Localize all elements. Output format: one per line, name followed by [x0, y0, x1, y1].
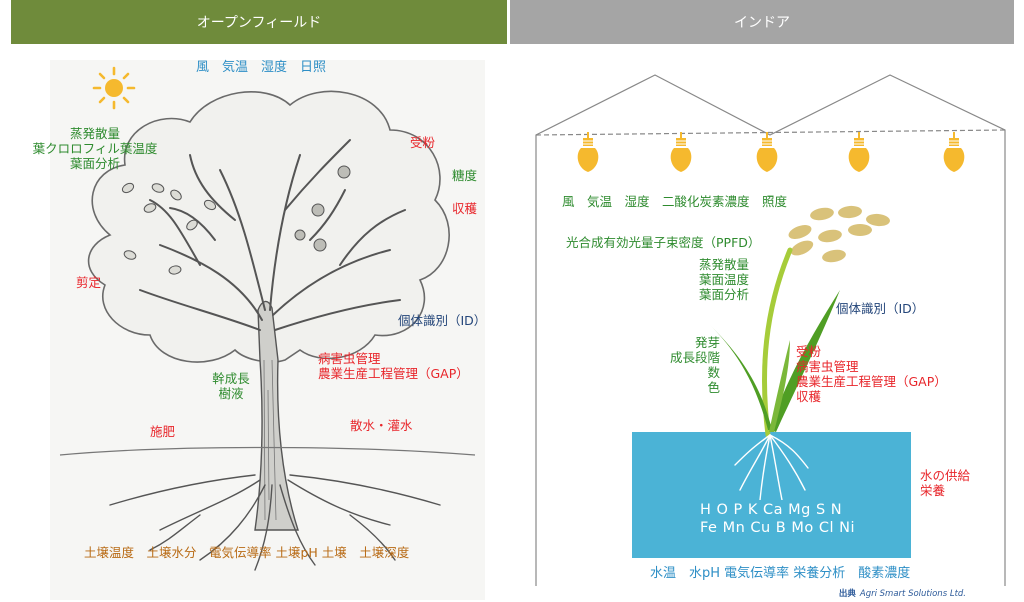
leaf-label-3: 葉面分析: [69, 156, 120, 171]
ppfd-label: 光合成有効光量子束密度（PPFD）: [566, 235, 761, 250]
water-supply-label: 水の供給: [920, 468, 971, 483]
count-label: 数: [707, 365, 720, 380]
water-tank: [632, 432, 911, 558]
outdoor-individual-id-label: 個体識別（ID）: [398, 313, 487, 328]
outdoor-weather-label: 風 気温 湿度 日照: [196, 60, 327, 75]
outdoor-leaf-labels: 蒸発散量 葉クロロフィル葉温度 葉面分析: [15, 126, 175, 171]
light-bulb-icon: [670, 132, 692, 172]
light-bulb-icon: [943, 132, 965, 172]
soil-metrics-label: 土壌温度 土壌水分 電気伝導率 土壌pH 土壌 土壌深度: [84, 545, 410, 560]
indoor-gap-label: 農業生産工程管理（GAP）: [796, 374, 947, 389]
source-label: 出典: [838, 589, 856, 599]
indoor-management-labels: 受粉 病害虫管理 農業生産工程管理（GAP） 収穫: [796, 344, 947, 404]
light-bulb-icon: [577, 132, 599, 172]
fertilizer-label: 施肥: [150, 424, 176, 439]
color-label: 色: [707, 380, 720, 395]
outdoor-header: オープンフィールド: [11, 0, 507, 44]
trunk-growth-label: 幹成長: [212, 371, 250, 386]
pruning-label: 剪定: [76, 275, 102, 290]
indoor-header-label: インドア: [734, 15, 790, 31]
sun-icon: [92, 66, 136, 110]
nutrition-label: 栄養: [920, 483, 946, 498]
leaf-label-1: 蒸発散量: [69, 126, 120, 141]
rice-plant-illustration: [710, 205, 890, 500]
indoor-header: インドア: [510, 0, 1014, 44]
irrigation-label: 散水・灌水: [350, 418, 413, 433]
trunk-labels: 幹成長 樹液: [196, 371, 266, 401]
indoor-pollination-label: 受粉: [796, 344, 822, 359]
indoor-leaf-labels: 蒸発散量 葉面温度 葉面分析: [684, 257, 764, 302]
outdoor-header-label: オープンフィールド: [196, 15, 322, 31]
gap-label: 農業生産工程管理（GAP）: [318, 366, 469, 381]
leaf-label-2: 葉クロロフィル葉温度: [32, 141, 158, 156]
growth-labels: 発芽 成長段階 数 色: [650, 335, 720, 395]
water-metrics-label: 水温 水pH 電気伝導率 栄養分析 酸素濃度: [650, 566, 911, 581]
source-value: Agri Smart Solutions Ltd.: [859, 589, 966, 599]
water-supply-labels: 水の供給 栄養: [920, 468, 970, 498]
indoor-climate-label: 風 気温 湿度 二酸化炭素濃度 照度: [562, 194, 788, 209]
pollination-label: 受粉: [410, 135, 436, 150]
sugar-label: 糖度: [452, 168, 478, 183]
indoor-pest-label: 病害虫管理: [796, 359, 859, 374]
nutrients-line-1: H O P K Ca Mg S N: [700, 502, 843, 518]
pest-management-label: 病害虫管理: [318, 351, 381, 366]
light-bulb-icon: [848, 132, 870, 172]
indoor-leaf-label-1: 蒸発散量: [698, 257, 749, 272]
indoor-leaf-label-3: 葉面分析: [698, 287, 749, 302]
indoor-individual-id-label: 個体識別（ID）: [836, 301, 925, 316]
sap-label: 樹液: [218, 386, 244, 401]
pest-labels: 病害虫管理 農業生産工程管理（GAP）: [318, 351, 469, 381]
tree-illustration: [50, 60, 485, 600]
indoor-leaf-label-2: 葉面温度: [698, 272, 749, 287]
greenhouse-outline: [535, 74, 1006, 586]
indoor-harvest-label: 収穫: [796, 389, 822, 404]
nutrients-line-2: Fe Mn Cu B Mo Cl Ni: [700, 520, 855, 536]
germination-label: 発芽: [694, 335, 720, 350]
light-bulb-icon: [756, 132, 778, 172]
growth-stage-label: 成長段階: [669, 350, 720, 365]
harvest-label: 収穫: [452, 201, 478, 216]
